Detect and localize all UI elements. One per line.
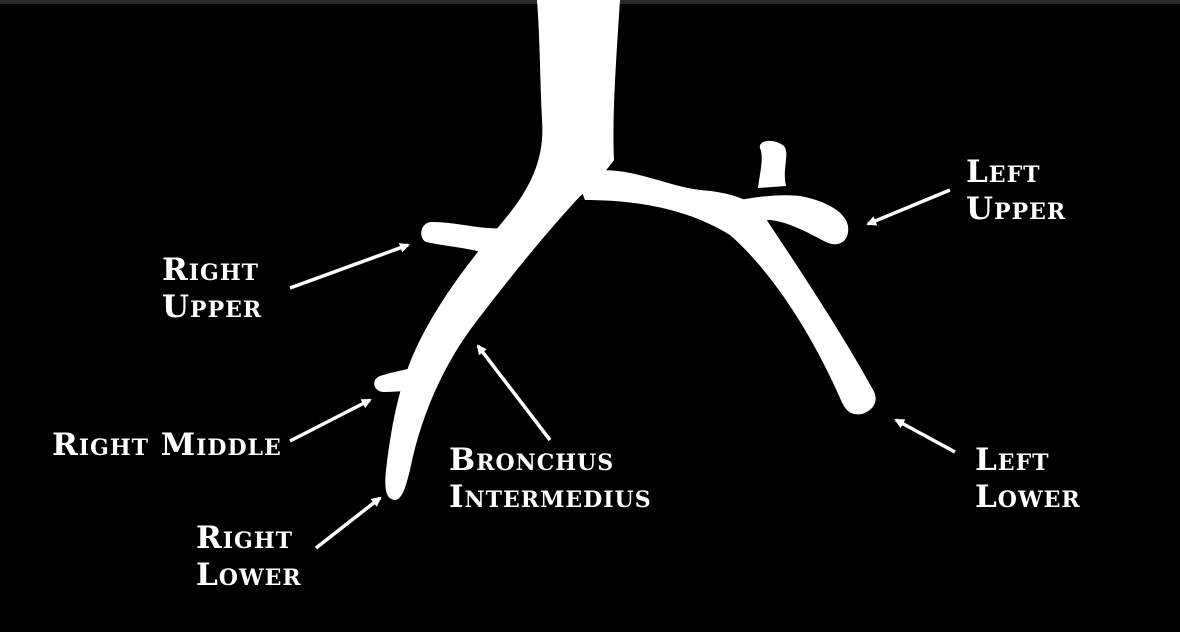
label-left-lower-line2: Lower [975,479,1081,515]
label-right-lower-line2: Lower [196,557,302,593]
label-right-middle: Right Middle [52,427,282,464]
label-left-upper-line1: Left [966,154,1041,190]
left-upper-stub [758,140,787,188]
arrow-right-middle [289,398,372,443]
label-bronchus-intermedius-line1: Bronchus [449,442,615,478]
label-left-lower: Left Lower [975,442,1081,516]
label-right-lower-line1: Right [196,520,293,556]
label-left-upper: Left Upper [966,154,1066,228]
right-middle-lobe-bronchus [374,366,420,392]
left-upper-lobe-bronchus [740,195,849,245]
label-left-lower-line1: Left [975,442,1050,478]
label-right-lower: Right Lower [196,520,302,594]
trachea [385,0,620,500]
label-bronchus-intermedius: Bronchus Intermedius [449,442,652,516]
arrow-left-upper [866,188,951,226]
arrow-bronchus-intermedius [476,344,552,442]
arrow-left-lower [894,418,956,454]
right-upper-lobe-bronchus [421,222,505,254]
arrow-right-upper [289,243,410,290]
label-bronchus-intermedius-line2: Intermedius [449,479,652,515]
label-right-upper-line1: Right [162,252,259,288]
label-right-middle-line1: Right Middle [52,427,282,463]
label-right-upper-line2: Upper [162,289,263,325]
arrow-right-lower [314,496,382,550]
left-main-bronchus [575,170,876,415]
label-right-upper: Right Upper [162,252,262,326]
label-left-upper-line2: Upper [966,191,1067,227]
